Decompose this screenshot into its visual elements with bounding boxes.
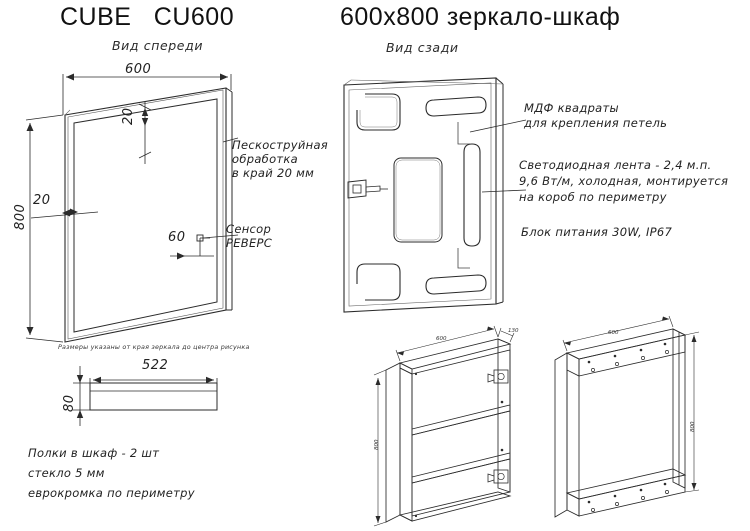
dim-sensor-offset: 60 (168, 230, 186, 245)
page-subtitle-right: Вид сзади (386, 40, 459, 55)
dim-iso-depth: 130 (508, 328, 519, 334)
dim-iso-height: 800 (374, 439, 380, 451)
iso-view-back-frame (545, 315, 745, 528)
iso-view-open-cabinet (370, 322, 570, 527)
dim-front-edge-top: 20 (121, 107, 136, 125)
dim-shelf-width: 522 (142, 358, 169, 373)
callout-sensor: Сенсор РЕВЕРС (226, 222, 273, 250)
callout-sandblast: Пескоструйная обработка в край 20 мм (232, 138, 329, 180)
page-title-right: 600x800 зеркало-шкаф (340, 3, 621, 31)
callout-mdf: МДФ квадраты для крепления петель (524, 101, 668, 130)
dim-front-edge-left: 20 (33, 193, 51, 208)
page-subtitle-left: Вид спереди (112, 38, 204, 53)
front-view-drawing (0, 60, 260, 350)
callout-psu: Блок питания 30W, IP67 (521, 225, 673, 239)
page-title-left: CUBE CU600 (60, 3, 235, 31)
shelf-notes: Полки в шкаф - 2 шт стекло 5 мм еврокром… (28, 446, 195, 500)
footnote-dimensions: Размеры указаны от края зеркала до центр… (58, 343, 250, 351)
dim-back-frame-width: 600 (608, 330, 619, 336)
dim-back-frame-height: 800 (690, 421, 696, 433)
dim-front-height: 800 (13, 203, 28, 230)
back-view-drawing (330, 72, 527, 322)
shelf-detail-drawing (55, 358, 275, 433)
callout-led: Светодиодная лента - 2,4 м.п. 9,6 Вт/м, … (519, 158, 729, 204)
dim-iso-width: 600 (436, 336, 447, 342)
dim-shelf-thickness: 80 (62, 394, 77, 412)
dim-front-width: 600 (125, 62, 152, 77)
